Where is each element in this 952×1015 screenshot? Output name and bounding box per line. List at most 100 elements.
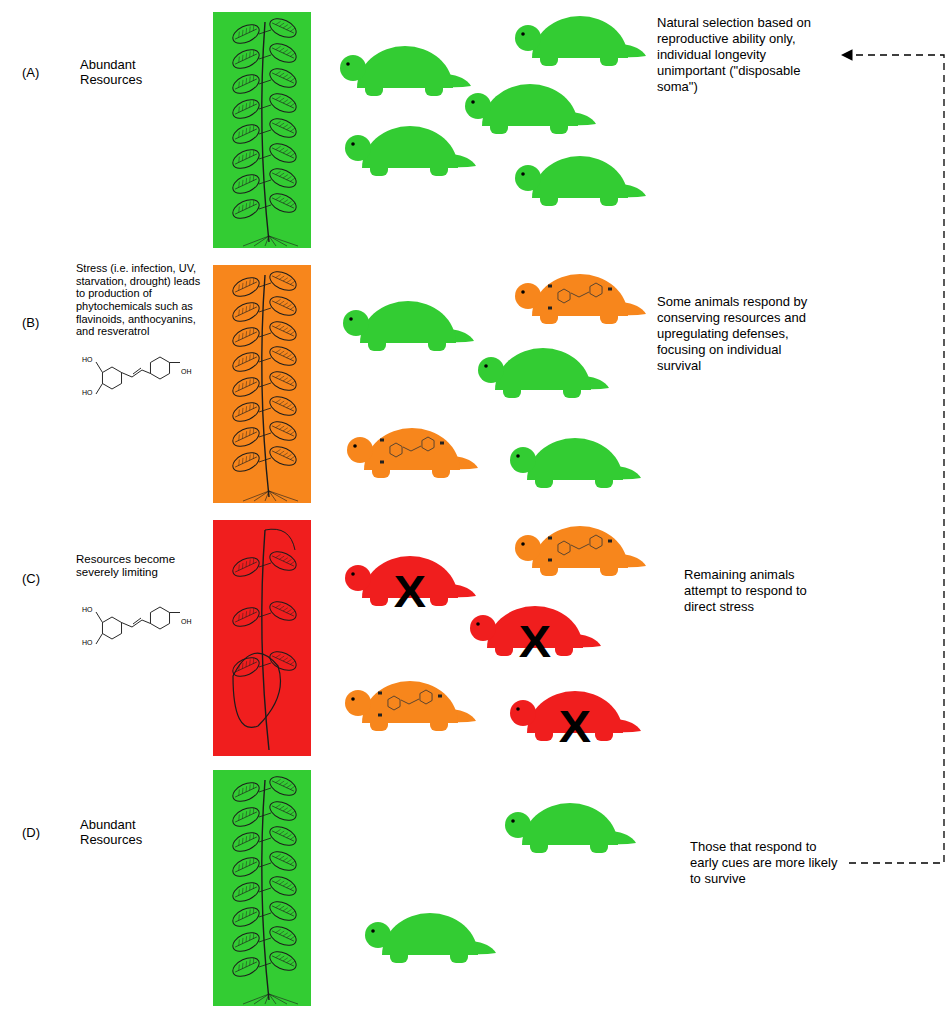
leaflet (230, 96, 262, 122)
note-text: Natural selection based on reproductive … (657, 15, 837, 95)
molecule-mark (378, 690, 442, 717)
leaflet (230, 349, 262, 375)
root (269, 236, 298, 246)
leaflet (267, 318, 299, 344)
leaflet (267, 873, 299, 899)
turtle (347, 428, 478, 478)
row-caption: Resources become severely limiting (76, 553, 212, 579)
leaflet (230, 274, 262, 300)
leaflet (230, 46, 262, 72)
turtle (510, 438, 641, 488)
row-caption: Abundant Resources (80, 818, 160, 848)
atom-label: HO (82, 639, 93, 647)
turtle (365, 913, 496, 963)
root (243, 236, 269, 246)
atom-label: HO (82, 606, 93, 614)
row-caption: Stress (i.e. infection, UV, starvation, … (76, 262, 212, 338)
leaflet (267, 823, 299, 849)
atom-label: HO (82, 389, 93, 397)
atom-label: OH (181, 618, 192, 626)
leaflet (267, 140, 299, 166)
panel-ground (213, 12, 311, 248)
leaflet (230, 171, 262, 197)
turtle (340, 46, 471, 96)
leaflet (267, 773, 299, 799)
turtle (515, 526, 646, 576)
leaflet (230, 121, 262, 147)
plant-panel (213, 520, 311, 756)
death-mark: X (519, 620, 551, 664)
turtle (345, 126, 476, 176)
root (243, 994, 269, 1004)
resveratrol-structure (96, 357, 180, 394)
turtle (345, 681, 476, 731)
root (254, 236, 269, 246)
seed-pod (233, 653, 281, 727)
root (254, 491, 269, 501)
plant-panel (213, 265, 311, 503)
leaflet (267, 65, 299, 91)
death-mark: X (559, 705, 591, 749)
turtle (515, 274, 646, 324)
leaflet (230, 954, 262, 980)
leaflet (230, 374, 262, 400)
atom-label: OH (181, 368, 192, 376)
plant-panel (213, 770, 311, 1006)
turtle (505, 803, 636, 853)
feedback-arrow (842, 55, 944, 863)
row-letter: (D) (22, 826, 40, 841)
resveratrol-structure (96, 607, 180, 644)
leaflet (230, 804, 262, 830)
leaflet (267, 165, 299, 191)
leaflet (267, 40, 299, 66)
root (269, 994, 298, 1004)
note-text: Some animals respond by conserving resou… (657, 294, 825, 374)
leaflet (230, 829, 262, 855)
leaflet (230, 324, 262, 350)
plant-panel (213, 12, 311, 248)
leaflet (267, 848, 299, 874)
row-letter: (C) (22, 572, 40, 587)
leaflet (267, 598, 299, 624)
leaflet (267, 343, 299, 369)
leaflet (230, 929, 262, 955)
root (265, 994, 269, 1004)
panel-ground (213, 520, 311, 756)
atom-label: HO (82, 356, 93, 364)
leaflet (267, 948, 299, 974)
leaflet (230, 554, 262, 580)
panel-ground (213, 770, 311, 1006)
leaflet (267, 15, 299, 41)
note-text: Those that respond to early cues are mor… (690, 839, 844, 887)
turtle (515, 156, 646, 206)
leaflet (230, 399, 262, 425)
root (254, 994, 269, 1004)
leaflet (267, 898, 299, 924)
leaflet (267, 368, 299, 394)
leaflet (267, 293, 299, 319)
root (265, 236, 269, 246)
root (269, 491, 298, 501)
leaflet (230, 449, 262, 475)
leaflet (267, 798, 299, 824)
turtle (515, 16, 646, 66)
leaflet (267, 548, 299, 574)
leaflet (267, 443, 299, 469)
row-caption: Abundant Resources (80, 58, 160, 88)
root (243, 491, 269, 501)
leaflet (267, 90, 299, 116)
note-text: Remaining animals attempt to respond to … (684, 567, 812, 615)
leaflet (230, 299, 262, 325)
leaflet (230, 71, 262, 97)
turtle (465, 84, 596, 134)
leaflet (230, 196, 262, 222)
leaflet (230, 21, 262, 47)
leaflet (230, 879, 262, 905)
leaflet (267, 923, 299, 949)
leaflet (267, 648, 299, 674)
row-letter: (A) (22, 66, 39, 81)
note-text-box: Natural selection based on reproductive … (655, 14, 839, 96)
leaflet (267, 268, 299, 294)
turtle (343, 301, 474, 351)
